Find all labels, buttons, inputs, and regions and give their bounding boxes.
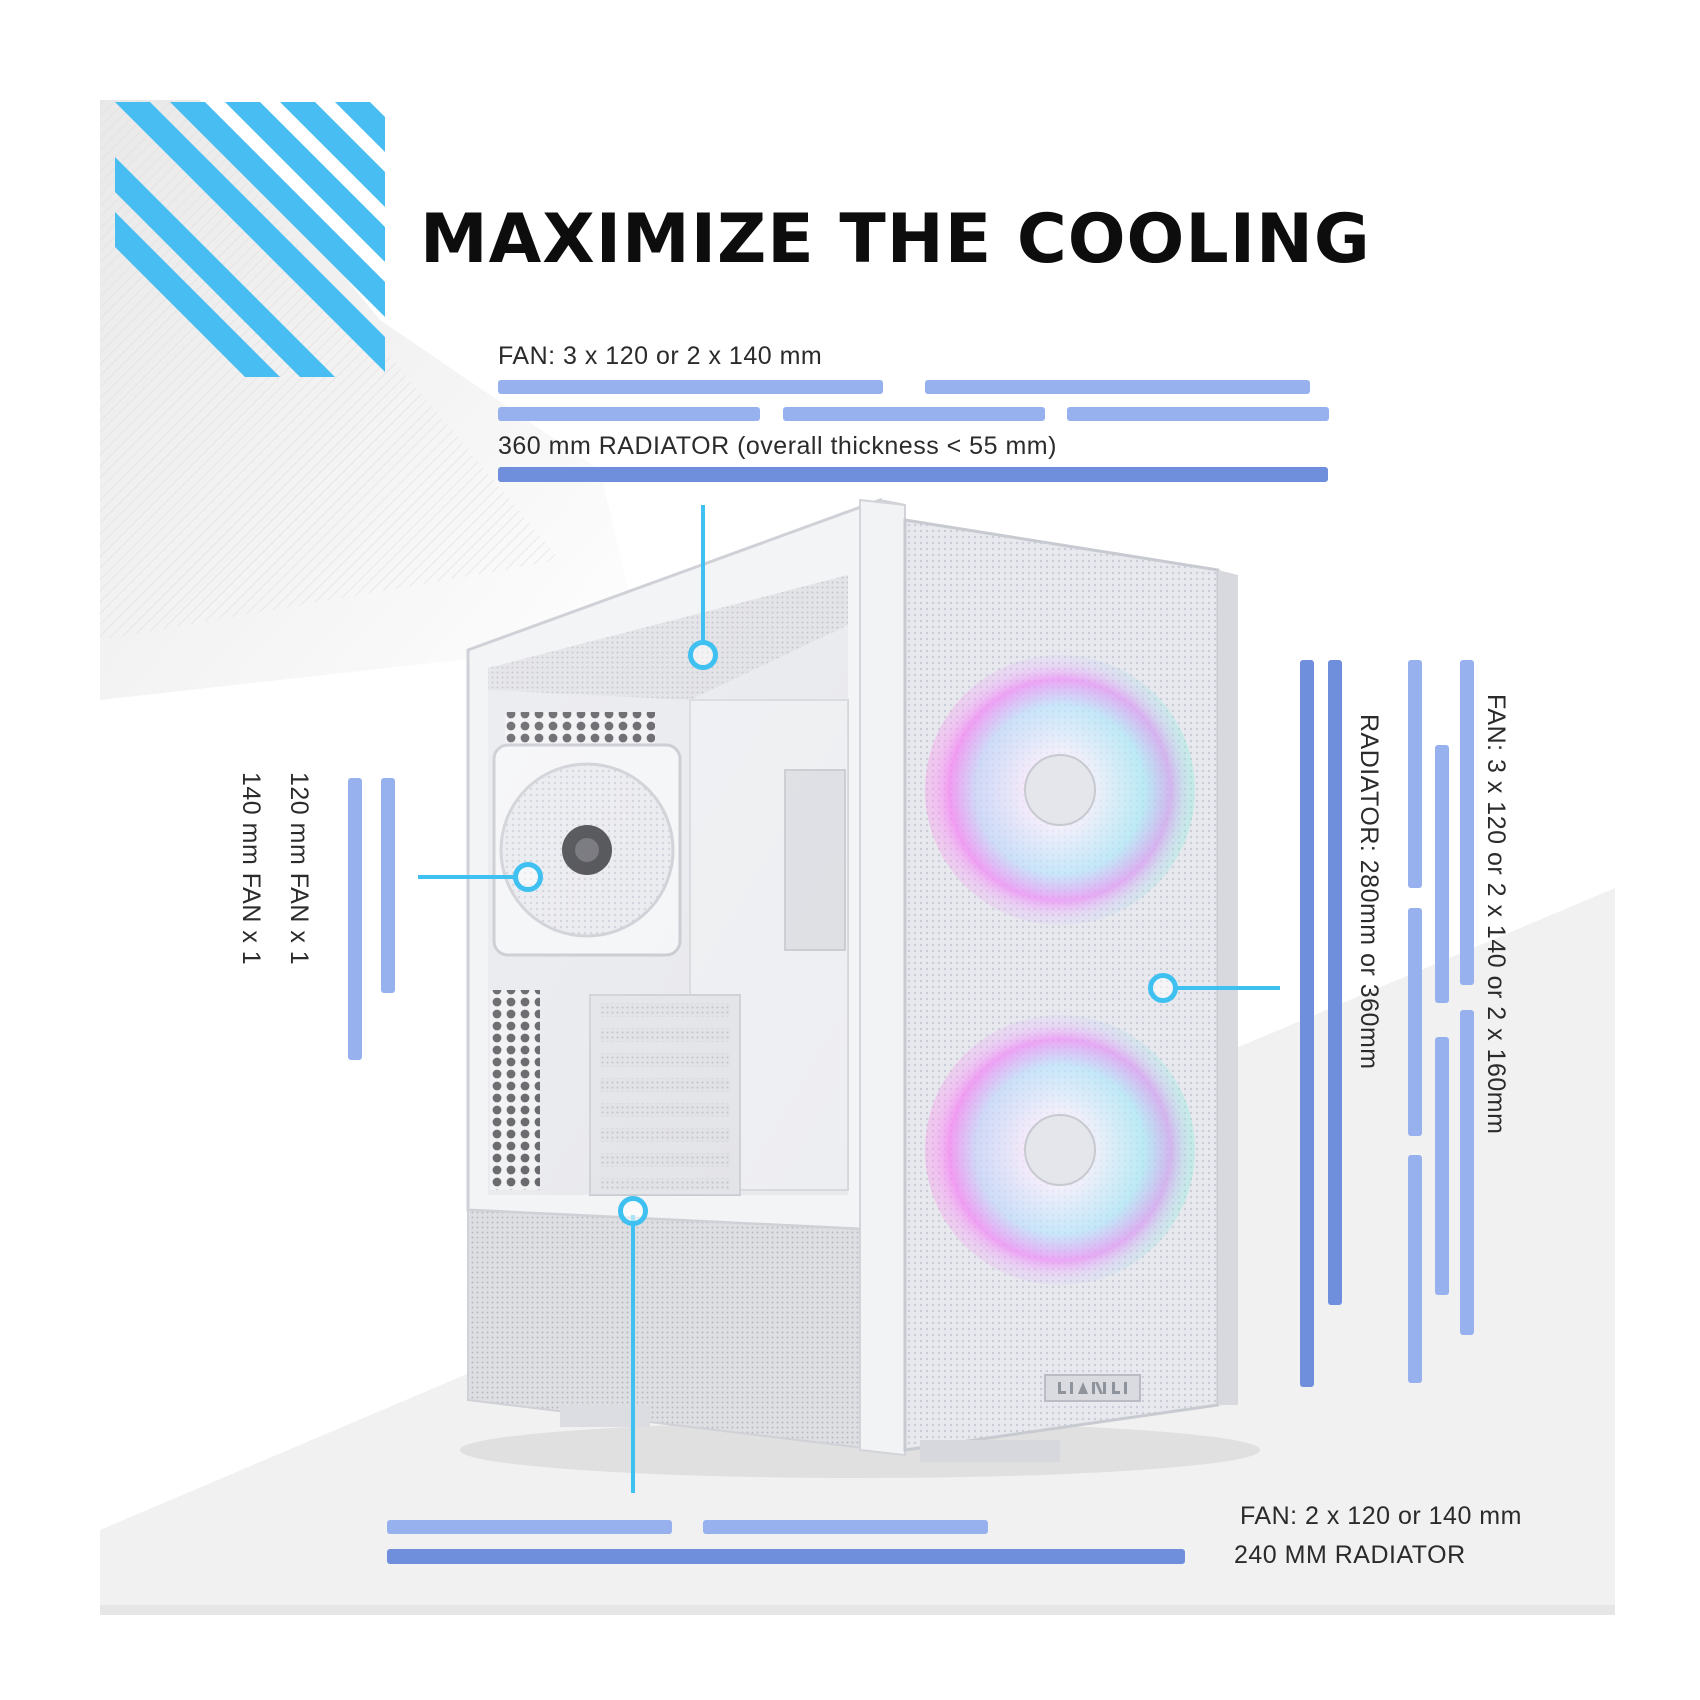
lower-floor-edge: [100, 1605, 1615, 1615]
front-connector-line: [1175, 986, 1280, 990]
front-fan-top: [925, 655, 1195, 925]
top-fan-bar-4: [783, 407, 1045, 421]
rear-marker: [513, 862, 543, 892]
front-fan-bar-6: [1460, 660, 1474, 985]
front-fan-bar-4: [1435, 745, 1449, 1003]
rear-fan-120-bar: [381, 778, 395, 993]
bottom-radiator-label: 240 MM RADIATOR: [1234, 1541, 1466, 1569]
front-fan-bar-2: [1408, 908, 1422, 1136]
bottom-fan-bar-2: [703, 1520, 988, 1534]
rear-fan-140-label: 140 mm FAN x 1: [237, 772, 265, 966]
page-title: MAXIMIZE THE COOLING: [420, 200, 1371, 279]
front-pillar-left: [859, 498, 906, 1457]
rear-fan-140-bar: [348, 778, 362, 1060]
bottom-connector-line: [631, 1215, 635, 1493]
top-fan-bar-1: [498, 380, 883, 394]
rear-fan-120-label: 120 mm FAN x 1: [285, 772, 313, 966]
front-marker: [1148, 973, 1178, 1003]
top-marker: [688, 640, 718, 670]
front-radiator-label: RADIATOR: 280mm or 360mm: [1355, 714, 1383, 1070]
blue-stripes: [115, 102, 385, 377]
case-foot-rear: [560, 1405, 650, 1427]
front-fan-bar-5: [1435, 1037, 1449, 1295]
case-foot-front: [920, 1440, 1060, 1462]
top-fan-bar-5: [1067, 407, 1329, 421]
rear-connector-line: [418, 875, 518, 879]
front-fan-bar-7: [1460, 1010, 1474, 1335]
bottom-mesh-shroud: [467, 1208, 881, 1452]
top-fan-bar-3: [498, 407, 760, 421]
glass-panel: [488, 575, 848, 1195]
front-radiator-bar-2: [1328, 660, 1342, 1305]
top-radiator-label: 360 mm RADIATOR (overall thickness < 55 …: [498, 432, 1057, 460]
bottom-fan-label: FAN: 2 x 120 or 140 mm: [1240, 1502, 1522, 1530]
bottom-radiator-bar: [387, 1549, 1185, 1564]
bottom-fan-bar-1: [387, 1520, 672, 1534]
top-fan-bar-2: [925, 380, 1310, 394]
lian-li-logo: [1044, 1374, 1141, 1402]
top-radiator-bar: [498, 467, 1328, 482]
front-fan-label: FAN: 3 x 120 or 2 x 140 or 2 x 160mm: [1482, 694, 1510, 1135]
bottom-marker: [618, 1196, 648, 1226]
front-fan-bar-1: [1408, 660, 1422, 888]
front-radiator-bar-1: [1300, 660, 1314, 1387]
front-fan-bottom: [925, 1015, 1195, 1285]
top-connector-line: [701, 505, 705, 645]
front-fan-bar-3: [1408, 1155, 1422, 1383]
upper-left-hatch: [100, 100, 560, 640]
top-fan-label: FAN: 3 x 120 or 2 x 140 mm: [498, 342, 823, 370]
